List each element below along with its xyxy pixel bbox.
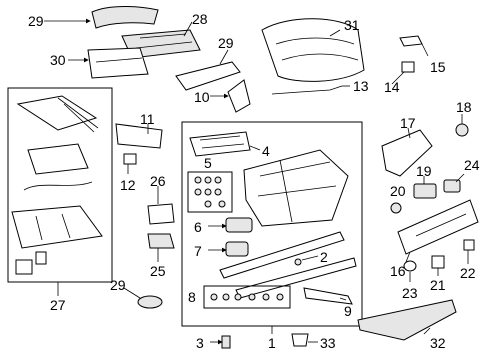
callout-2: 2 <box>320 249 328 265</box>
callout-22: 22 <box>460 265 476 281</box>
part-18-knob: 18 <box>455 99 472 137</box>
callout-21: 21 <box>430 277 446 293</box>
callout-17: 17 <box>400 115 416 131</box>
callout-30: 30 <box>50 52 66 68</box>
callout-16: 16 <box>390 263 406 279</box>
callout-26: 26 <box>150 173 166 189</box>
part-8-screws <box>210 293 284 301</box>
part-21-cover: 21 <box>430 255 446 293</box>
callout-5: 5 <box>204 155 212 171</box>
part-31-seat-cushion-cover: 31 <box>261 17 365 82</box>
callout-19: 19 <box>416 163 432 179</box>
group-5-screws <box>187 171 233 213</box>
part-3-bolt: 3 <box>196 335 231 351</box>
callout-3: 3 <box>196 335 204 351</box>
callout-1: 1 <box>268 335 276 351</box>
callout-31: 31 <box>344 17 360 33</box>
callout-6: 6 <box>194 219 202 235</box>
callout-7: 7 <box>194 243 202 259</box>
part-27-cushion-frame-assembly <box>11 95 103 275</box>
callout-18: 18 <box>456 99 472 115</box>
part-32-trim-strip: 32 <box>357 299 457 351</box>
callout-8: 8 <box>188 289 196 305</box>
part-20-knob: 20 <box>390 183 406 214</box>
callout-24: 24 <box>464 157 480 173</box>
part-12-clip: 12 <box>120 153 137 193</box>
callout-13: 13 <box>353 78 369 94</box>
part-29-side-trim: 29 <box>175 35 241 91</box>
group-27-box <box>7 87 113 283</box>
part-29-top-pad: 29 <box>28 6 159 29</box>
group-8-screws <box>203 285 291 309</box>
callout-14: 14 <box>384 79 400 95</box>
callout-29-bottom: 29 <box>110 277 126 293</box>
callout-27: 27 <box>50 297 66 313</box>
callout-10: 10 <box>194 89 210 105</box>
part-19-switch: 19 <box>413 163 437 199</box>
part-30-pad-block: 30 <box>50 47 149 79</box>
callout-23: 23 <box>402 285 418 301</box>
callout-9: 9 <box>344 303 352 319</box>
part-16-side-shield: 16 <box>390 199 479 279</box>
part-7-motor: 7 <box>194 241 249 259</box>
part-2-bolt: 2 <box>294 249 328 266</box>
part-23-cap: 23 <box>402 260 418 301</box>
callout-28: 28 <box>192 11 208 27</box>
callout-25: 25 <box>150 263 166 279</box>
callout-20: 20 <box>390 183 406 199</box>
part-14-clip: 14 <box>384 61 415 95</box>
part-28-cushion-pad: 28 <box>121 11 208 59</box>
part-11-trim-panel: 11 <box>115 111 163 149</box>
part-6-motor: 6 <box>194 217 253 235</box>
callout-29-top: 29 <box>28 13 44 29</box>
part-15-clip: 15 <box>399 35 446 75</box>
callout-11: 11 <box>140 111 155 127</box>
part-1-seat-track-frame <box>189 131 357 305</box>
callout-32: 32 <box>430 335 446 351</box>
part-17-side-shield: 17 <box>381 115 433 177</box>
part-29-knob: 29 <box>110 277 163 309</box>
part-13-wire: 13 <box>271 78 369 95</box>
callout-12: 12 <box>120 177 136 193</box>
part-10-bracket: 10 <box>194 79 251 113</box>
part-25-module: 25 <box>147 233 175 279</box>
callout-15: 15 <box>430 59 446 75</box>
part-5-screws <box>194 176 226 208</box>
part-26-bracket: 26 <box>147 173 175 225</box>
callout-29-mid: 29 <box>218 35 234 51</box>
callout-33: 33 <box>320 335 336 351</box>
part-22-cover: 22 <box>460 239 476 281</box>
callout-4: 4 <box>262 143 270 159</box>
part-33-clip: 33 <box>291 333 336 351</box>
part-24-switch: 24 <box>443 157 480 193</box>
